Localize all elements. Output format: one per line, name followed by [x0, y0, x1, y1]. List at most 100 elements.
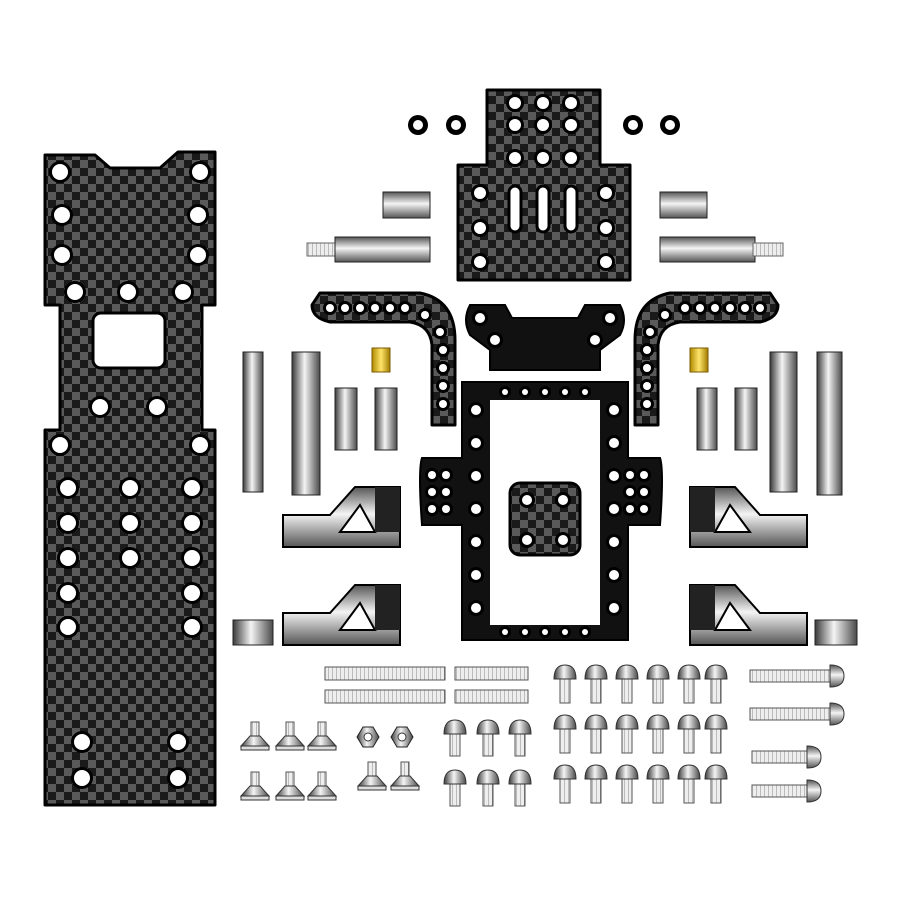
mounting-hole: [643, 400, 651, 408]
mounting-hole: [190, 207, 206, 223]
mounting-hole: [605, 313, 615, 323]
threaded-rod: [324, 689, 446, 704]
screw-head-top: [275, 795, 305, 801]
screw-head: [704, 664, 728, 680]
screw-head: [553, 764, 577, 780]
screw-head: [274, 785, 306, 797]
mounting-hole: [696, 304, 704, 312]
mounting-hole: [60, 515, 76, 531]
mounting-hole: [60, 619, 76, 635]
mounting-hole: [609, 471, 619, 481]
screw-head: [677, 664, 701, 680]
aluminum-post: [769, 351, 798, 493]
mounting-hole: [600, 222, 612, 234]
button-head-screw: [553, 764, 577, 804]
aluminum-post: [374, 387, 398, 451]
screw-head: [274, 735, 306, 747]
countersunk-screw: [306, 771, 338, 801]
screw-shank: [683, 676, 695, 704]
aluminum-post: [242, 351, 264, 493]
mounting-hole: [439, 400, 447, 408]
button-head-screw: [646, 664, 670, 704]
aluminum-post: [291, 351, 321, 496]
curved-side-arm: [310, 291, 457, 427]
screw-shank: [621, 776, 633, 804]
main-chassis-plate: [43, 150, 217, 807]
screw-head: [615, 714, 639, 730]
mounting-hole: [170, 770, 186, 786]
mounting-hole: [558, 495, 568, 505]
mounting-hole: [192, 437, 208, 453]
aluminum-post: [816, 351, 843, 496]
mounting-hole: [60, 480, 76, 496]
mounting-hole: [52, 437, 68, 453]
screw-head: [615, 664, 639, 680]
long-standoff: [659, 236, 756, 263]
button-head-screw: [553, 664, 577, 704]
screw-shank: [683, 776, 695, 804]
mounting-hole: [471, 471, 481, 481]
screw-head: [806, 779, 822, 803]
mounting-hole: [439, 346, 447, 354]
screw-head: [584, 714, 608, 730]
mounting-hole: [502, 629, 508, 635]
screw-head: [476, 719, 500, 735]
button-head-screw: [476, 769, 500, 807]
screw-head-top: [307, 795, 337, 801]
screw-head: [306, 735, 338, 747]
screw-shank: [683, 726, 695, 754]
screw-head: [476, 769, 500, 785]
mounting-hole: [356, 304, 364, 312]
button-head-screw: [508, 769, 532, 807]
screw-head-top: [390, 785, 420, 791]
button-head-screw: [615, 764, 639, 804]
screw-head: [704, 764, 728, 780]
mounting-hole: [562, 389, 568, 395]
screw-head: [677, 764, 701, 780]
screw-shank: [559, 776, 571, 804]
mounting-hole: [170, 734, 186, 750]
mounting-hole: [681, 304, 689, 312]
mounting-hole: [326, 304, 334, 312]
mounting-hole: [502, 389, 508, 395]
mounting-hole: [509, 119, 521, 131]
arm-mount: [690, 487, 715, 532]
countersunk-screw: [389, 761, 421, 791]
screw-head-top: [307, 745, 337, 751]
screw-head-top: [357, 785, 387, 791]
mounting-hole: [471, 438, 481, 448]
plate-window: [91, 311, 167, 370]
button-head-screw: [443, 719, 467, 757]
mounting-hole: [756, 304, 764, 312]
mounting-hole: [190, 247, 206, 263]
curved-side-arm: [633, 291, 780, 427]
button-head-screw: [704, 664, 728, 704]
screw-shank: [590, 676, 602, 704]
slot: [563, 184, 579, 234]
suspension-arm: [282, 584, 401, 646]
screw-head: [704, 714, 728, 730]
screw-head: [508, 719, 532, 735]
screw-head: [443, 769, 467, 785]
mounting-hole: [184, 585, 200, 601]
screw-head: [584, 764, 608, 780]
hex-nuts: [356, 726, 414, 748]
button-head-screw: [553, 714, 577, 754]
mounting-hole: [522, 495, 532, 505]
screw-shank: [590, 776, 602, 804]
arm-mount: [690, 585, 715, 630]
mounting-hole: [565, 97, 577, 109]
mounting-hole: [565, 119, 577, 131]
screw-shank: [710, 726, 722, 754]
screw-shank: [590, 726, 602, 754]
screw-shank: [514, 781, 526, 807]
mounting-hole: [542, 629, 548, 635]
mounting-hole: [537, 119, 549, 131]
mounting-hole: [442, 505, 450, 513]
screw-shank: [559, 726, 571, 754]
arm-mount: [375, 585, 400, 630]
mounting-hole: [442, 488, 450, 496]
screw-head: [646, 664, 670, 680]
mounting-hole: [122, 515, 138, 531]
threaded-end: [306, 242, 338, 257]
